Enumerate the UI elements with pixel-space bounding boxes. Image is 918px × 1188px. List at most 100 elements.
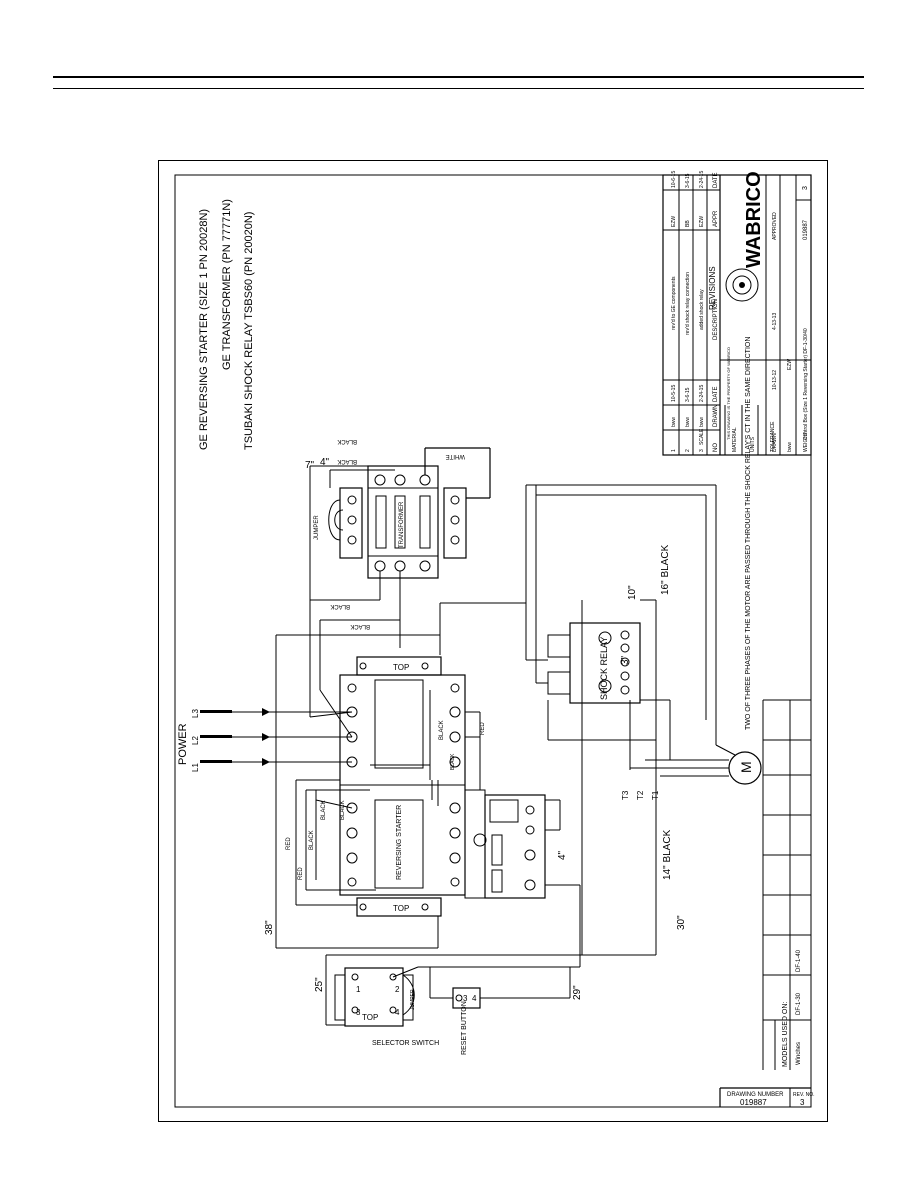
svg-text:NO: NO (713, 443, 719, 452)
svg-text:REV. NO.: REV. NO. (793, 1092, 815, 1098)
power-label: POWER (177, 723, 189, 765)
note-transformer: GE TRANSFORMER (PN 77771N) (221, 199, 233, 370)
shock-relay: SHOCK RELAY 16" BLACK 10" 3" (525, 484, 717, 770)
svg-text:BLACK: BLACK (337, 438, 357, 444)
selector-switch-label: SELECTOR SWITCH (372, 1040, 439, 1047)
svg-text:L2: L2 (191, 736, 200, 745)
dim-30: 30" (676, 915, 687, 930)
selector-switch: TOP 1 2 3 4 JUMPER SELECTOR SWITCH (334, 966, 439, 1047)
control-runs: 38" 25" 4" 30" 14" BLACK 29" (264, 600, 687, 1026)
drawing-frame (158, 160, 828, 1122)
svg-text:bww: bww (685, 417, 691, 427)
shock-relay-label: SHOCK RELAY (599, 637, 609, 700)
svg-text:BLACK: BLACK (330, 603, 350, 609)
svg-text:BLACK: BLACK (337, 458, 357, 464)
svg-text:rev'd shock relay connection: rev'd shock relay connection (685, 272, 691, 335)
svg-text:rev'd to GE components: rev'd to GE components (671, 276, 677, 330)
svg-text:10-5-15: 10-5-15 (671, 385, 677, 402)
starter-wiring: RED RED BLACK BLACK BLACK BLACK RED BLAC… (268, 560, 526, 948)
svg-text:2-24-15: 2-24-15 (699, 385, 705, 402)
svg-text:3: 3 (463, 994, 468, 1003)
svg-text:4: 4 (395, 1008, 400, 1017)
note-starter: GE REVERSING STARTER (SIZE 1 PN 20028N) (198, 209, 210, 450)
revisions-title: REVISIONS (708, 266, 717, 310)
inner-border (174, 174, 812, 1108)
reset-button: 3 4 RESET BUTTON (429, 967, 481, 1055)
svg-text:BLACK: BLACK (439, 720, 445, 740)
title-block: REVISIONS NO DRAWN DATE DESCRIPTION APPR… (662, 171, 812, 456)
svg-text:T1: T1 (651, 790, 660, 800)
svg-text:bww: bww (699, 417, 705, 427)
motor-label: M (738, 761, 754, 773)
dim-14: 14" BLACK (662, 829, 673, 880)
dim-29: 29" (572, 985, 583, 1000)
dim-25: 25" (314, 977, 325, 992)
component-notes: GE REVERSING STARTER (SIZE 1 PN 20028N) … (198, 199, 255, 450)
svg-text:DESCRIPTION: DESCRIPTION (713, 299, 719, 340)
dim-3: 3" (620, 655, 631, 665)
header-rule-thin (53, 88, 864, 89)
svg-text:DRAWN: DRAWN (713, 405, 719, 427)
dim-16: 16" BLACK (660, 544, 671, 595)
svg-text:3: 3 (800, 1098, 805, 1107)
dim-10: 10" (627, 585, 638, 600)
svg-text:SCALE: SCALE (699, 428, 705, 445)
svg-text:APPR: APPR (713, 210, 719, 227)
svg-text:DATE: DATE (713, 386, 719, 402)
svg-text:RED: RED (480, 722, 486, 735)
svg-text:RED: RED (298, 867, 304, 880)
svg-text:10-13-12: 10-13-12 (772, 370, 778, 390)
svg-text:L3: L3 (191, 709, 200, 718)
jumper-label: JUMPER (314, 515, 320, 540)
svg-text:2: 2 (395, 985, 400, 994)
dim-4b: 4" (557, 850, 568, 860)
svg-text:BLACK: BLACK (309, 830, 315, 850)
svg-text:TOLERANCE: TOLERANCE (770, 421, 776, 452)
transformer-label: TRANSFORMER (399, 501, 405, 548)
svg-text:EZW: EZW (671, 216, 677, 227)
svg-text:DF-1-30: DF-1-30 (796, 992, 802, 1015)
svg-text:BB: BB (685, 220, 691, 227)
svg-text:3: 3 (699, 449, 705, 452)
svg-text:Winches: Winches (796, 1042, 802, 1065)
spec-strip: MATERIAL UNITS TOLERANCE WEIGHT (724, 405, 809, 455)
svg-text:WHITE: WHITE (446, 453, 465, 459)
svg-text:bww: bww (787, 442, 793, 452)
svg-text:3: 3 (356, 1008, 361, 1017)
svg-text:added shock relay: added shock relay (699, 289, 705, 330)
svg-text:MATERIAL: MATERIAL (732, 427, 738, 452)
svg-text:019887: 019887 (740, 1098, 767, 1107)
models-grid: MODELS USED ON: Winches DF-1-30 DF-1-40 (762, 699, 812, 1070)
svg-text:T2: T2 (636, 790, 645, 800)
svg-text:EZW: EZW (699, 216, 705, 227)
top-label-2: TOP (393, 904, 409, 913)
svg-text:UNITS: UNITS (750, 436, 756, 452)
svg-text:Control Box (Size 1 Reversing: Control Box (Size 1 Reversing Starter) D… (803, 328, 809, 440)
svg-text:WEIGHT: WEIGHT (803, 432, 809, 452)
reversing-starter-label: REVERSING STARTER (396, 805, 403, 880)
svg-text:DRAWING NUMBER: DRAWING NUMBER (727, 1092, 784, 1098)
svg-text:3-6-15: 3-6-15 (685, 173, 691, 188)
drawing-number-box: DRAWING NUMBER 019887 REV. NO. 3 (719, 1087, 815, 1107)
svg-text:019887: 019887 (803, 219, 809, 240)
dim-38: 38" (264, 920, 275, 935)
svg-text:BLACK: BLACK (340, 800, 346, 820)
dim-7: 7" (305, 460, 315, 471)
svg-text:L1: L1 (191, 763, 200, 772)
svg-text:T3: T3 (621, 790, 630, 800)
svg-text:RED: RED (286, 837, 292, 850)
svg-text:BLACK: BLACK (350, 623, 370, 629)
svg-text:3-6-15: 3-6-15 (685, 387, 691, 402)
reset-button-label: RESET BUTTON (461, 1001, 468, 1055)
svg-text:2-24-15: 2-24-15 (699, 171, 705, 188)
models-title: MODELS USED ON: (782, 1002, 789, 1067)
svg-text:BLACK: BLACK (321, 800, 327, 820)
svg-text:APPROVED: APPROVED (772, 212, 778, 240)
company-logo-text: WABRICO (743, 171, 765, 268)
svg-text:JUMPER: JUMPER (410, 989, 416, 1010)
reversing-starter: TOP TOP REVERSING STARTER (339, 656, 546, 917)
svg-text:2: 2 (685, 449, 691, 452)
svg-text:DRAWN: DRAWN (772, 433, 778, 452)
svg-text:DF-1-40: DF-1-40 (796, 949, 802, 972)
